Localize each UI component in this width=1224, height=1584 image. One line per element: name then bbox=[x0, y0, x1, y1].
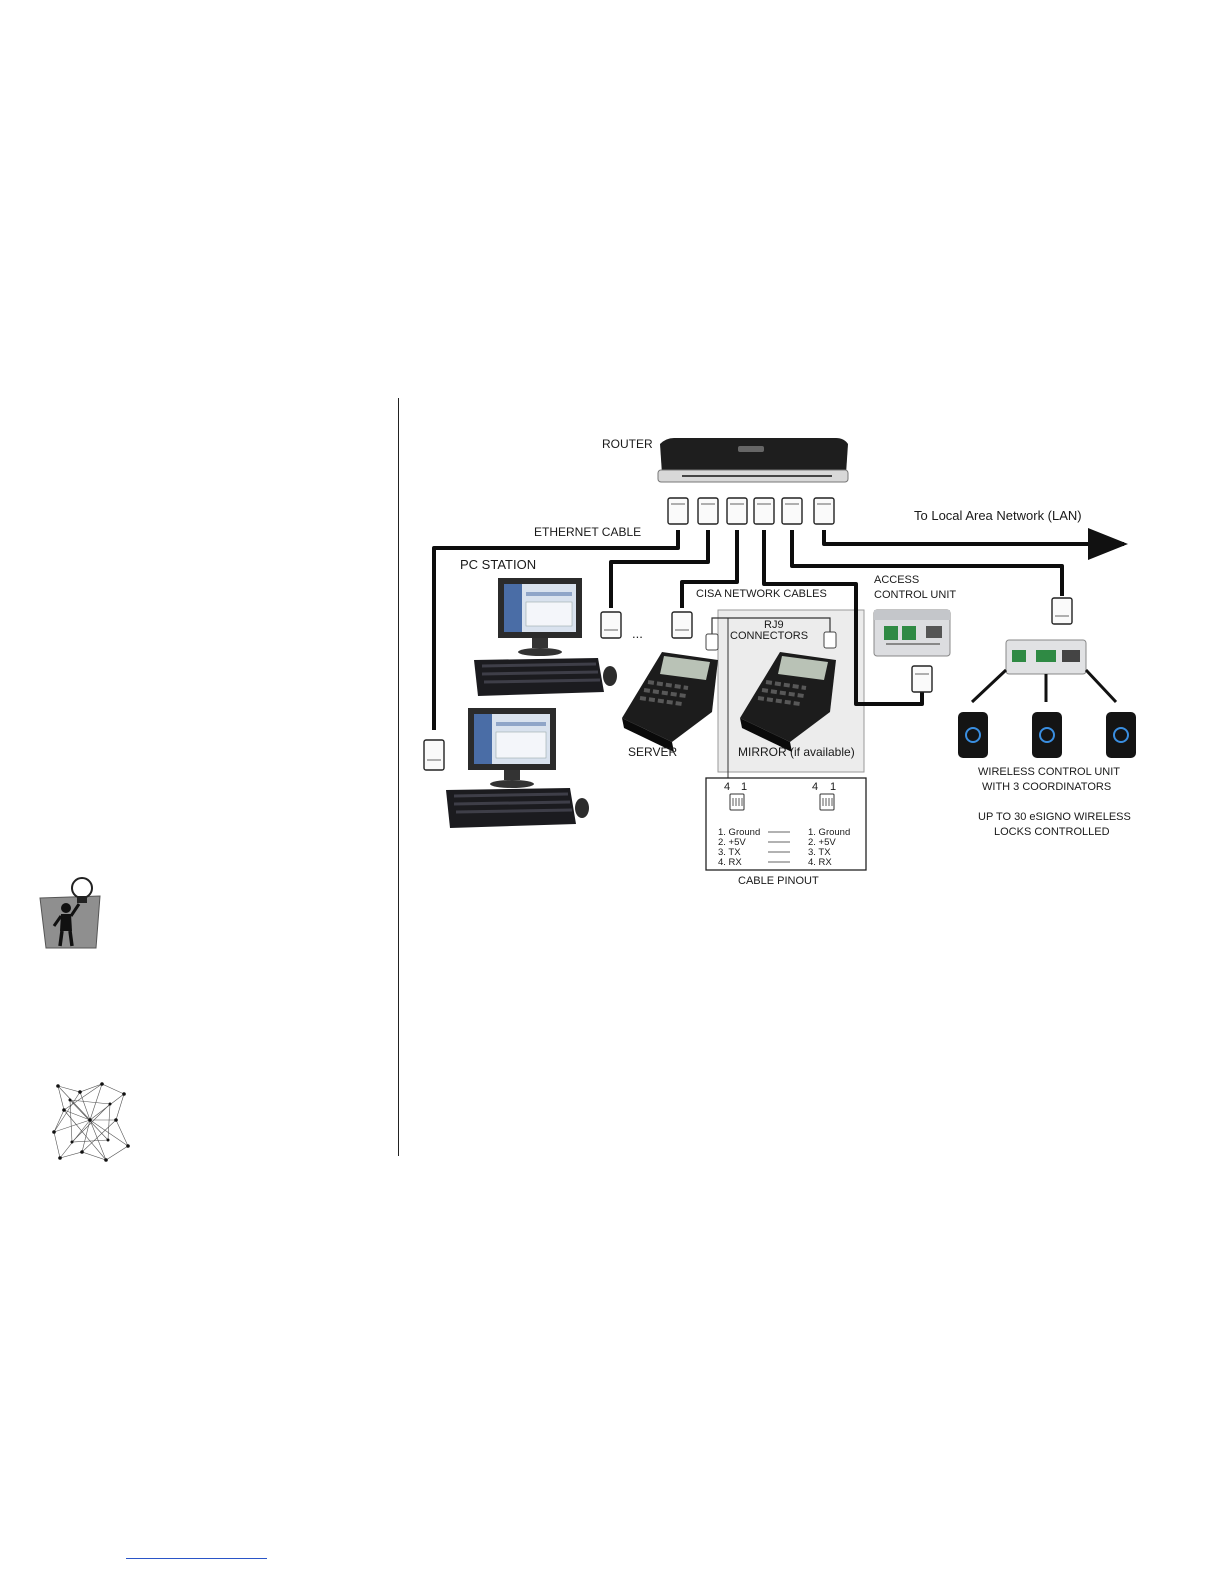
label-mirror: MIRROR (if available) bbox=[738, 745, 855, 759]
label-router: ROUTER bbox=[602, 437, 653, 451]
server-terminal bbox=[622, 652, 718, 752]
pin-left-hi: 4 bbox=[724, 781, 730, 793]
cable-pc1 bbox=[611, 530, 708, 608]
lightbulb-idea-icon bbox=[38, 876, 106, 952]
label-ellipsis: ... bbox=[632, 626, 643, 641]
pc-station-1 bbox=[474, 578, 617, 696]
pc-station-2 bbox=[446, 708, 589, 828]
label-cisa-network-cables: CISA NETWORK CABLES bbox=[696, 588, 827, 600]
router-device bbox=[658, 438, 848, 482]
label-server: SERVER bbox=[628, 745, 677, 759]
wireless-control-unit bbox=[1006, 640, 1086, 674]
network-mesh-icon bbox=[50, 1080, 132, 1164]
pin-left-lo: 1 bbox=[741, 781, 747, 793]
label-locks-line1: UP TO 30 eSIGNO WIRELESS bbox=[978, 811, 1131, 823]
cable-wireless-unit bbox=[792, 530, 1062, 596]
pinout-left-4: 4. RX bbox=[718, 857, 742, 868]
pin-right-lo: 1 bbox=[830, 781, 836, 793]
label-rj9-line2: CONNECTORS bbox=[730, 630, 808, 642]
label-access-line2: CONTROL UNIT bbox=[874, 589, 956, 601]
label-ethernet-cable: ETHERNET CABLE bbox=[534, 525, 641, 539]
access-control-unit bbox=[874, 610, 950, 656]
label-cable-pinout: CABLE PINOUT bbox=[738, 875, 819, 887]
margin-divider bbox=[398, 398, 399, 1156]
label-wireless-line2: WITH 3 COORDINATORS bbox=[982, 781, 1111, 793]
label-locks-line2: LOCKS CONTROLLED bbox=[994, 826, 1110, 838]
cable-lan bbox=[824, 530, 1124, 544]
label-access-line1: ACCESS bbox=[874, 574, 919, 586]
footnote-rule bbox=[126, 1558, 267, 1559]
label-lan: To Local Area Network (LAN) bbox=[914, 508, 1082, 523]
pin-right-hi: 4 bbox=[812, 781, 818, 793]
pinout-right-4: 4. RX bbox=[808, 857, 832, 868]
network-diagram: ROUTER ETHERNET CABLE To Local Area Netw… bbox=[412, 412, 1142, 892]
label-pc-station: PC STATION bbox=[460, 557, 536, 572]
label-wireless-line1: WIRELESS CONTROL UNIT bbox=[978, 766, 1120, 778]
wireless-coordinators bbox=[958, 712, 1136, 758]
